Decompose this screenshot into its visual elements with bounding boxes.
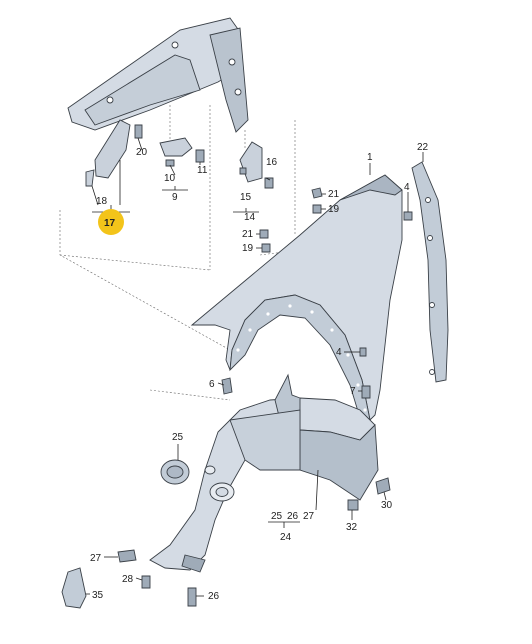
label-6: 6 [209, 379, 215, 390]
highlight-marker [98, 209, 124, 235]
label-21: 21 [328, 189, 340, 200]
cap-part-25 [160, 459, 190, 485]
label-17: 17 [104, 218, 116, 229]
label-25-group: 25 [271, 511, 283, 522]
label-19-lower: 19 [242, 243, 254, 254]
label-18: 18 [96, 196, 108, 207]
label-19: 19 [328, 204, 340, 215]
label-22: 22 [417, 142, 429, 153]
fender-strip-22 [411, 161, 449, 383]
label-4-lower: 4 [336, 347, 342, 358]
label-27-group: 27 [303, 511, 315, 522]
wheel-housing-liner [149, 373, 379, 573]
label-26-group: 26 [287, 511, 299, 522]
label-32: 32 [346, 522, 358, 533]
label-28: 28 [122, 574, 134, 585]
label-25: 25 [172, 432, 184, 443]
label-10: 10 [164, 173, 176, 184]
part-labels: 1 4 4 6 7 9 10 11 14 15 16 17 18 19 19 2… [90, 142, 429, 602]
front-fender [190, 174, 403, 421]
body-frame [67, 17, 249, 133]
label-9: 9 [172, 192, 178, 203]
label-27: 27 [90, 553, 102, 564]
label-16: 16 [266, 157, 278, 168]
label-26: 26 [208, 591, 220, 602]
label-4: 4 [404, 182, 410, 193]
label-1: 1 [367, 152, 373, 163]
label-14: 14 [244, 212, 256, 223]
label-15: 15 [240, 192, 252, 203]
label-11: 11 [197, 165, 208, 176]
bracket-part-14 [239, 141, 274, 189]
label-30: 30 [381, 500, 393, 511]
label-35: 35 [92, 590, 104, 601]
label-7: 7 [350, 386, 356, 397]
fender-holes [236, 304, 367, 412]
label-21-lower: 21 [242, 229, 254, 240]
label-20: 20 [136, 147, 148, 158]
bracket-part-9 [159, 137, 205, 167]
fasteners [61, 187, 413, 609]
bracket-part-17 [85, 119, 143, 187]
label-24: 24 [280, 532, 292, 543]
